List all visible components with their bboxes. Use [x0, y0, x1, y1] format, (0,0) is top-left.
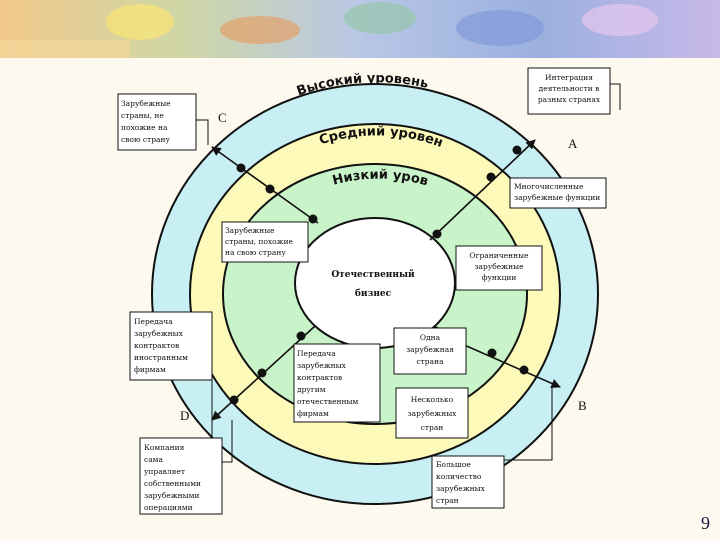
- box-many-countries: Большое количество зарубежных стран: [431, 455, 505, 509]
- letter-b: B: [578, 398, 587, 413]
- box-text: контрактов: [134, 341, 179, 350]
- box-text: сама: [144, 455, 164, 464]
- box-text: Зарубежные: [121, 99, 171, 108]
- connectors: [196, 83, 621, 463]
- box-transfer-domestic: Передача зарубежных контрактов другим от…: [293, 343, 381, 423]
- letter-d: D: [180, 408, 189, 423]
- box-text: страна: [416, 357, 444, 366]
- letter-a: A: [568, 136, 578, 151]
- dot: [486, 172, 496, 182]
- box-text: свою страну: [121, 135, 170, 144]
- box-text: разных странах: [538, 95, 601, 104]
- box-text: зарубежных: [134, 329, 184, 338]
- box-text: зарубежные функции: [514, 193, 600, 202]
- box-text: Многочисленные: [514, 182, 584, 191]
- box-text: Зарубежные: [225, 226, 275, 235]
- box-text: зарубежными: [144, 491, 199, 500]
- dot: [265, 184, 275, 194]
- box-text: контрактов: [297, 373, 342, 382]
- box-text: функции: [482, 273, 517, 282]
- dot: [519, 365, 529, 375]
- box-foreign-not-similar: Зарубежные страны, не похожие на свою ст…: [117, 93, 197, 151]
- box-many-functions: Многочисленные зарубежные функции: [509, 177, 607, 209]
- box-text: управляет: [144, 467, 185, 476]
- letter-c: C: [218, 110, 227, 125]
- box-text: Интеграция: [545, 73, 593, 82]
- box-text: стран: [436, 496, 459, 505]
- diagonal-arrow-ne: [429, 139, 536, 241]
- box-several-countries: Несколько зарубежных стран: [395, 387, 469, 439]
- box-text: Большое: [436, 460, 471, 469]
- dot: [308, 214, 318, 224]
- box-text: зарубежная: [406, 345, 454, 354]
- box-text: собственными: [144, 479, 201, 488]
- box-text: Передача: [297, 349, 336, 358]
- box-foreign-similar: Зарубежные страны, похожие на свою стран…: [221, 221, 309, 263]
- box-text: операциями: [144, 503, 193, 512]
- page-number: 9: [701, 513, 710, 533]
- center-label-line2: бизнес: [355, 288, 392, 299]
- box-text: зарубежных: [297, 361, 347, 370]
- box-limited-functions: Ограниченные зарубежные функции: [455, 245, 543, 291]
- box-text: другим: [297, 385, 326, 394]
- connector-line: [196, 119, 209, 145]
- box-text: Компания: [144, 443, 185, 452]
- dot: [487, 348, 497, 358]
- box-text: страны, не: [121, 111, 164, 120]
- ring-dots: [229, 145, 529, 405]
- connector-line: [492, 387, 553, 461]
- box-text: зарубежные: [474, 262, 524, 271]
- box-text: зарубежных: [436, 484, 486, 493]
- dot: [432, 229, 442, 239]
- dot: [229, 395, 239, 405]
- box-text: зарубежных: [408, 409, 458, 418]
- connector-line: [610, 83, 621, 110]
- box-text: отечественным: [297, 397, 358, 406]
- box-text: на свою страну: [225, 248, 286, 257]
- box-text: похожие на: [121, 123, 168, 132]
- decorative-banner: [0, 0, 720, 58]
- diagonal-arrow-nw: [211, 146, 319, 224]
- dot: [512, 145, 522, 155]
- box-text: стран: [421, 423, 444, 432]
- box-transfer-foreign: Передача зарубежных контрактов иностранн…: [129, 311, 213, 381]
- connector-line: [222, 420, 233, 463]
- center-label-line1: Отечественный: [331, 269, 415, 280]
- box-text: деятельности в: [539, 84, 600, 93]
- box-text: Одна: [420, 333, 441, 342]
- box-text: Несколько: [411, 395, 454, 404]
- box-self-managed: Компания сама управляет собственными зар…: [139, 437, 223, 515]
- box-integration: Интеграция деятельности в разных странах: [527, 67, 611, 115]
- box-text: количество: [436, 472, 482, 481]
- box-one-country: Одна зарубежная страна: [393, 327, 467, 375]
- box-text: фирмам: [134, 365, 166, 374]
- dot: [296, 331, 306, 341]
- dot: [257, 368, 267, 378]
- box-text: иностранным: [134, 353, 188, 362]
- dot: [236, 163, 246, 173]
- box-text: фирмам: [297, 409, 329, 418]
- banner-artwork: [0, 0, 720, 58]
- box-text: страны, похожие: [225, 237, 294, 246]
- box-text: Ограниченные: [469, 251, 529, 260]
- box-text: Передача: [134, 317, 173, 326]
